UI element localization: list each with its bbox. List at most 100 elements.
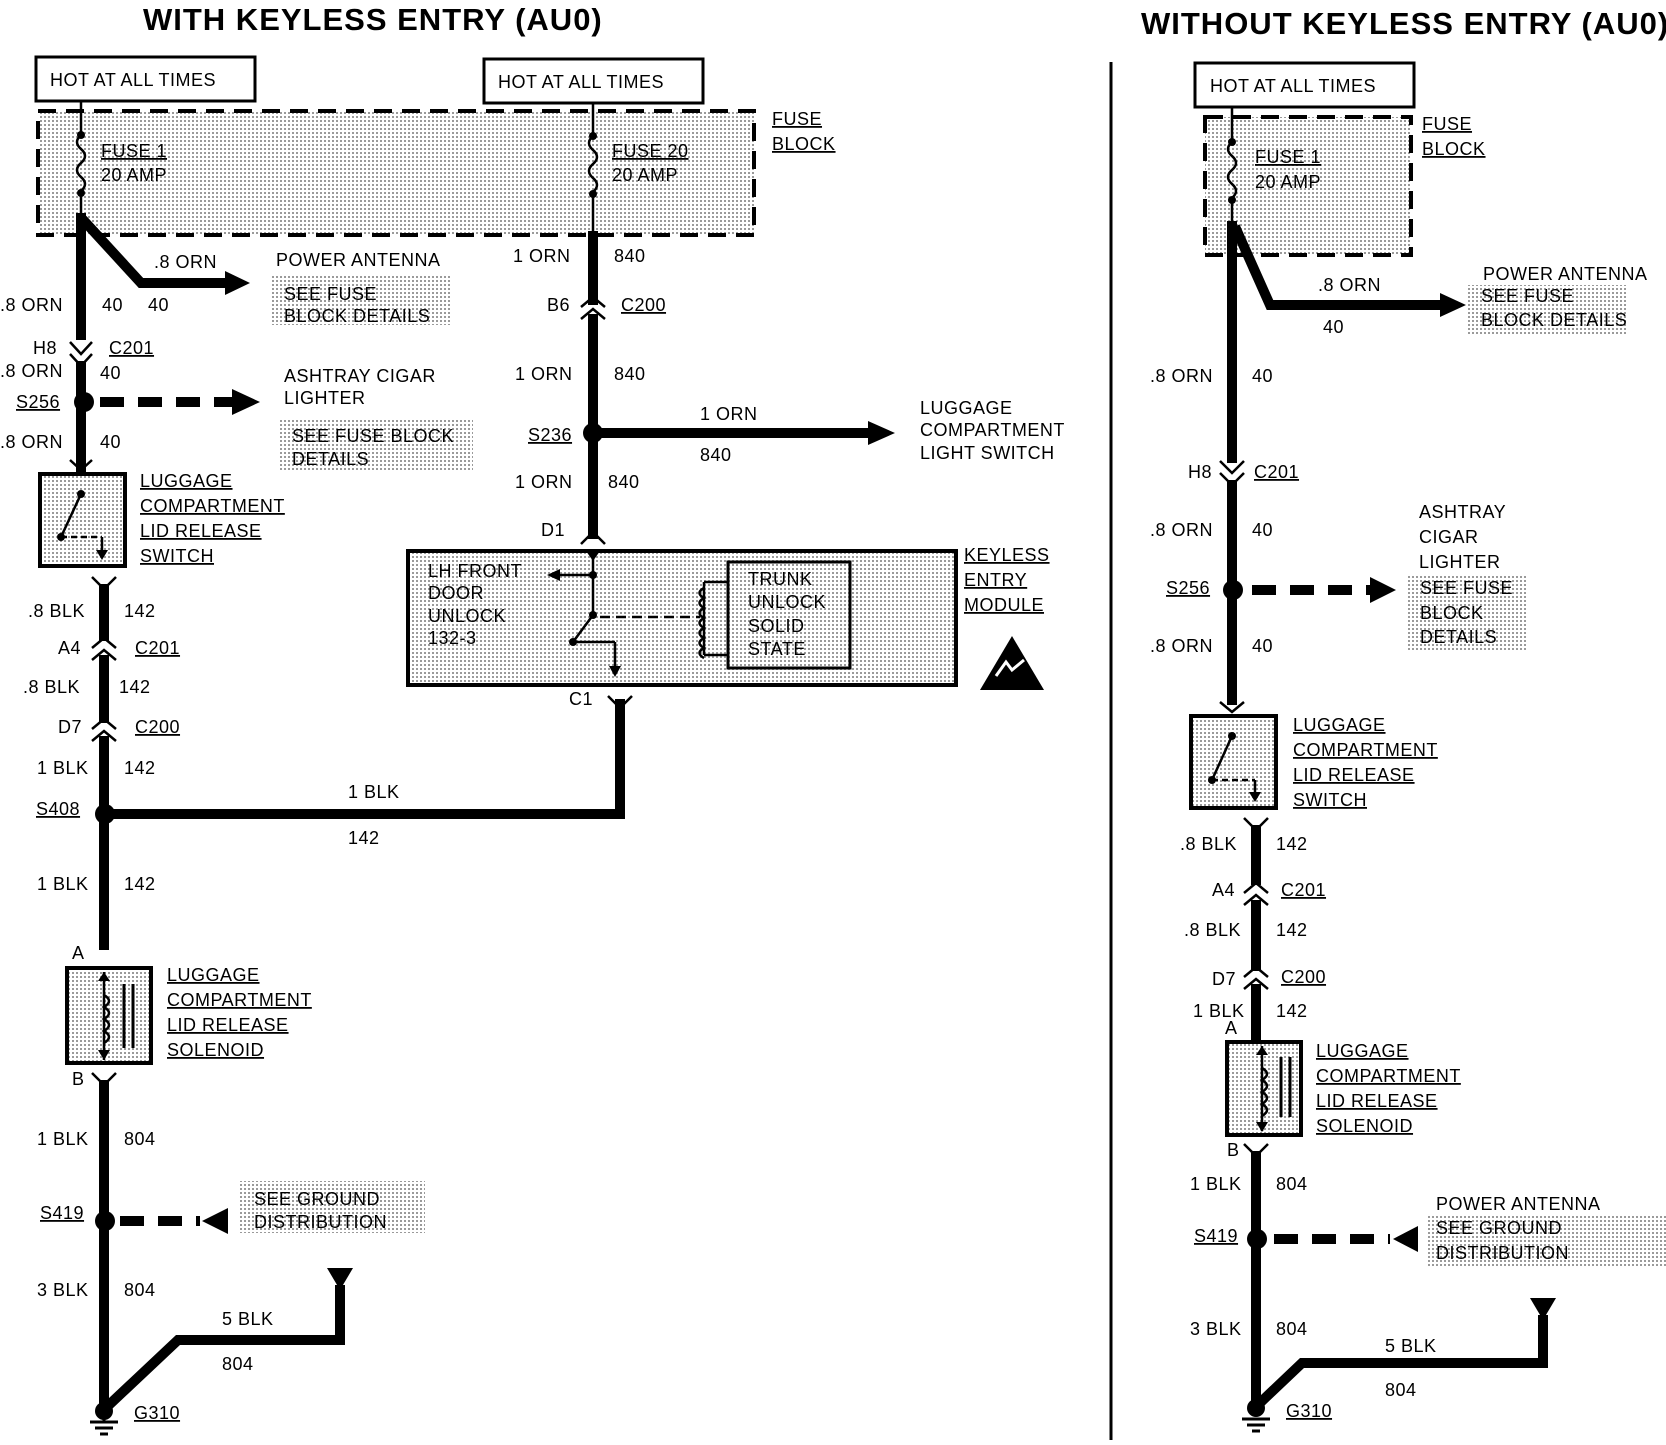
ground-arrow-icon <box>327 1268 353 1290</box>
ground-see-3: DISTRIBUTION <box>1436 1243 1569 1263</box>
light-switch-label-1: LUGGAGE <box>920 398 1013 418</box>
ashtray-see-2: DETAILS <box>292 449 369 469</box>
splice-s256 <box>1223 580 1243 600</box>
kem-label-1: KEYLESS <box>964 545 1050 565</box>
connector-c201: C201 <box>109 338 154 358</box>
solenoid-label-4: SOLENOID <box>1316 1116 1413 1136</box>
pin-a: A <box>1225 1018 1238 1038</box>
solenoid-label-1: LUGGAGE <box>1316 1041 1409 1061</box>
right-title: WITHOUT KEYLESS ENTRY (AU0) <box>1141 6 1666 41</box>
connector-c200: C200 <box>135 717 180 737</box>
ashtray-see-2: BLOCK <box>1420 603 1484 623</box>
wire-circuit: 40 <box>1252 520 1273 540</box>
connector-c201: C201 <box>1281 880 1326 900</box>
connector-pin: C1 <box>569 689 593 709</box>
wire-circuit: 840 <box>614 364 646 384</box>
see-fuse-block-label-2: BLOCK DETAILS <box>284 306 430 326</box>
see-fuse-block-label-1: SEE FUSE <box>1481 286 1574 306</box>
wire-color: 1 BLK <box>1190 1174 1242 1194</box>
wire-circuit: 40 <box>102 295 123 315</box>
ashtray-label-2: CIGAR <box>1419 527 1479 547</box>
fuse-block-label-1: FUSE <box>772 109 822 129</box>
arrow-icon <box>225 271 250 295</box>
fuse-20-rating: 20 AMP <box>612 165 678 185</box>
pin-a: A <box>72 943 85 963</box>
connector-c200: C200 <box>1281 967 1326 987</box>
power-antenna-label: POWER ANTENNA <box>276 250 441 270</box>
lh-front-label-1: LH FRONT <box>428 561 522 581</box>
wire-circuit: 142 <box>124 874 156 894</box>
arrow-icon <box>868 421 895 445</box>
kem-label-3: MODULE <box>964 595 1044 615</box>
switch-label-4: SWITCH <box>140 546 214 566</box>
splice-s419 <box>1247 1229 1267 1249</box>
fuse-block-label-2: BLOCK <box>1422 139 1486 159</box>
without-keyless-entry-diagram: WITHOUT KEYLESS ENTRY (AU0) HOT AT ALL T… <box>1141 6 1666 1433</box>
ground-label: G310 <box>134 1403 180 1423</box>
fuse-1-rating: 20 AMP <box>1255 172 1321 192</box>
fuse-1-label: FUSE 1 <box>101 141 167 161</box>
connector-pin: H8 <box>33 338 57 358</box>
ground-see-2: SEE GROUND <box>1436 1218 1562 1238</box>
wire-color: .8 ORN <box>0 295 63 315</box>
power-antenna-wire-color: .8 ORN <box>154 252 217 272</box>
fuse-20-label: FUSE 20 <box>612 141 689 161</box>
ground-g310 <box>1247 1399 1265 1417</box>
splice-s256 <box>74 392 94 412</box>
trunk-unlock-label-4: STATE <box>748 639 806 659</box>
lh-front-label-4: 132-3 <box>428 628 477 648</box>
ground-see-1: POWER ANTENNA <box>1436 1194 1601 1214</box>
wire-color: 1 ORN <box>700 404 758 424</box>
connector-pin: D1 <box>541 520 565 540</box>
wire-circuit: 142 <box>1276 1001 1308 1021</box>
light-switch-label-3: LIGHT SWITCH <box>920 443 1055 463</box>
connector-pin: B6 <box>547 295 570 315</box>
power-antenna-label: POWER ANTENNA <box>1483 264 1648 284</box>
see-fuse-block-label-2: BLOCK DETAILS <box>1481 310 1627 330</box>
wire-color: 1 ORN <box>515 364 573 384</box>
splice-label: S236 <box>528 425 572 445</box>
ground-label: G310 <box>1286 1401 1332 1421</box>
wire-circuit: 840 <box>608 472 640 492</box>
splice-s419 <box>95 1211 115 1231</box>
pin-b: B <box>1227 1140 1240 1160</box>
wire-color: 1 BLK <box>348 782 400 802</box>
switch-label-3: LID RELEASE <box>140 521 262 541</box>
connector-pin: H8 <box>1188 462 1212 482</box>
arrow-icon <box>232 389 260 415</box>
switch-label-3: LID RELEASE <box>1293 765 1415 785</box>
arrow-icon <box>1440 293 1466 317</box>
ashtray-label-2: LIGHTER <box>284 388 366 408</box>
esd-warning-icon <box>980 636 1044 690</box>
ground-arrow-icon <box>1530 1298 1556 1320</box>
power-antenna-circuit: 40 <box>148 295 169 315</box>
fuse-20-icon <box>587 135 599 193</box>
lh-front-label-2: DOOR <box>428 583 484 603</box>
hot-at-all-times-box-1 <box>34 55 257 103</box>
switch-label-1: LUGGAGE <box>140 471 233 491</box>
connector-c200: C200 <box>621 295 666 315</box>
splice-label: S256 <box>1166 578 1210 598</box>
ground-see-2: DISTRIBUTION <box>254 1212 387 1232</box>
wire-circuit: 142 <box>1276 834 1308 854</box>
hot-at-all-times-label: HOT AT ALL TIMES <box>1210 76 1376 96</box>
see-fuse-block-label-1: SEE FUSE <box>284 284 377 304</box>
connector-pin: A4 <box>58 638 81 658</box>
power-antenna-circuit: 40 <box>1323 317 1344 337</box>
solenoid-label-1: LUGGAGE <box>167 965 260 985</box>
fuse-1-rating: 20 AMP <box>101 165 167 185</box>
ashtray-see-1: SEE FUSE BLOCK <box>292 426 454 446</box>
wire-color: .8 ORN <box>1150 520 1213 540</box>
wire-circuit: 40 <box>100 363 121 383</box>
lid-release-switch <box>1189 714 1278 810</box>
left-title: WITH KEYLESS ENTRY (AU0) <box>143 2 603 37</box>
arrow-icon <box>1393 1226 1418 1252</box>
with-keyless-entry-diagram: WITH KEYLESS ENTRY (AU0) HOT AT ALL TIME… <box>0 2 1064 1436</box>
splice-label: S419 <box>40 1203 84 1223</box>
wire-circuit: 804 <box>124 1280 156 1300</box>
wire-circuit: 840 <box>700 445 732 465</box>
wire-color: 3 BLK <box>1190 1319 1242 1339</box>
lid-release-switch <box>38 472 127 568</box>
wire-circuit: 804 <box>222 1354 254 1374</box>
hot-at-all-times-label-2: HOT AT ALL TIMES <box>498 72 664 92</box>
